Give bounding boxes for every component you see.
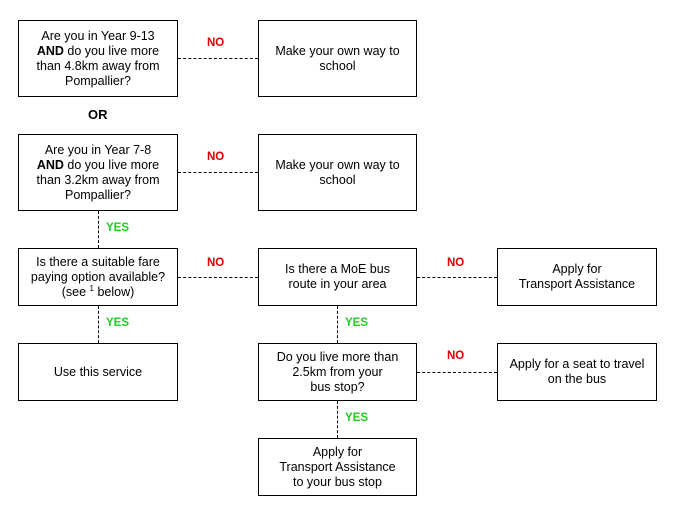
connector-distance-to-apply-seat xyxy=(417,372,497,373)
and-emphasis: AND xyxy=(36,43,64,58)
footnote-marker: 1 xyxy=(89,283,94,293)
box-text-line: Pompallier? xyxy=(64,187,131,202)
box-text-line: Is there a suitable fare xyxy=(36,254,160,269)
box-text-line: Apply for xyxy=(552,262,602,276)
box-year9-13-question: Are you in Year 9-13 AND do you live mor… xyxy=(18,20,178,97)
and-emphasis: AND xyxy=(36,157,64,172)
box-text-line: (see xyxy=(61,284,90,299)
box-text-line: Are you in Year 7-8 xyxy=(44,142,152,157)
no-label: NO xyxy=(447,350,465,362)
yes-label: YES xyxy=(345,412,369,424)
box-text-line: Use this service xyxy=(53,364,143,379)
box-text-line: route in your area xyxy=(288,277,387,291)
box-apply-transport-to-stop: Apply for Transport Assistance to your b… xyxy=(258,438,417,496)
box-text-line: school xyxy=(319,58,356,73)
no-label: NO xyxy=(447,257,465,269)
box-text-line: Make your own way to xyxy=(275,43,400,58)
box-text-line: Transport Assistance xyxy=(518,277,636,291)
connector-year7-8-to-own-way xyxy=(178,172,258,173)
box-text-line: do you live more xyxy=(63,157,160,172)
box-text-line: Is there a MoE bus xyxy=(285,262,390,276)
no-label: NO xyxy=(207,257,225,269)
box-own-way-1: Make your own way to school xyxy=(258,20,417,97)
box-text-line: school xyxy=(319,172,356,187)
box-text-line: do you live more xyxy=(63,43,160,58)
connector-fare-to-moe xyxy=(178,277,258,278)
or-label: OR xyxy=(88,107,108,122)
connector-year9-13-to-own-way xyxy=(178,58,258,59)
yes-label: YES xyxy=(345,317,369,329)
box-own-way-2: Make your own way to school xyxy=(258,134,417,211)
yes-label: YES xyxy=(106,317,130,329)
box-moe-bus-question: Is there a MoE bus route in your area xyxy=(258,248,417,306)
no-label: NO xyxy=(207,37,225,49)
box-text-line: 2.5km from your xyxy=(292,364,383,379)
box-text-line: than 4.8km away from xyxy=(36,58,160,73)
yes-label: YES xyxy=(106,222,130,234)
no-label: NO xyxy=(207,151,225,163)
box-text-line: to your bus stop xyxy=(293,474,382,489)
box-apply-transport-assistance: Apply for Transport Assistance xyxy=(497,248,657,306)
box-text-line: Transport Assistance xyxy=(279,459,396,474)
box-text-line: than 3.2km away from xyxy=(36,172,160,187)
connector-distance-to-apply-stop xyxy=(337,401,338,438)
box-distance-question: Do you live more than 2.5km from your bu… xyxy=(258,343,417,401)
connector-moe-to-apply-transport xyxy=(417,277,497,278)
box-fare-question: Is there a suitable fare paying option a… xyxy=(18,248,178,306)
box-use-service: Use this service xyxy=(18,343,178,401)
box-text-line: Do you live more than xyxy=(276,349,399,364)
box-text-line: Pompallier? xyxy=(64,73,131,88)
connector-fare-to-use-service xyxy=(98,306,99,343)
box-text-line: Apply for xyxy=(312,444,363,459)
box-year7-8-question: Are you in Year 7-8 AND do you live more… xyxy=(18,134,178,211)
box-text-line: Make your own way to xyxy=(275,157,400,172)
connector-moe-to-distance xyxy=(337,306,338,343)
connector-year7-8-to-fare xyxy=(98,211,99,248)
box-text-line: paying option available? xyxy=(30,269,166,284)
box-text-line: below) xyxy=(93,284,135,299)
box-text-line: bus stop? xyxy=(310,379,365,394)
box-text-line: Apply for a seat to travel xyxy=(509,357,645,371)
box-text-line: on the bus xyxy=(547,372,607,386)
box-apply-seat: Apply for a seat to travel on the bus xyxy=(497,343,657,401)
box-text-line: Are you in Year 9-13 xyxy=(41,28,155,43)
